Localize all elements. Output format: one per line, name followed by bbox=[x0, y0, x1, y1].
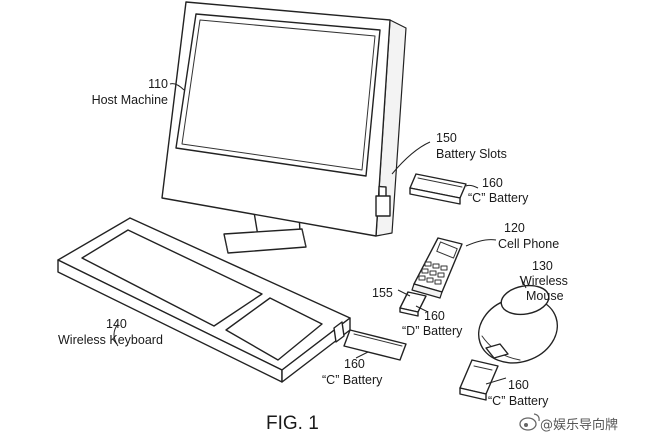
callout-host-machine: 110 Host Machine bbox=[92, 77, 168, 107]
callout-label-line2: Mouse bbox=[526, 289, 564, 303]
watermark: @娱乐导向牌 bbox=[519, 413, 618, 433]
callout-number: 160 bbox=[508, 378, 529, 392]
callout-c-battery-slot: 160 “C” Battery bbox=[468, 176, 529, 205]
callout-label: “C” Battery bbox=[322, 373, 383, 387]
wireless-keyboard bbox=[57, 217, 351, 383]
phone-keypad bbox=[418, 261, 448, 285]
keyboard-key-area bbox=[81, 229, 263, 327]
callout-battery-slots: 150 Battery Slots bbox=[436, 131, 507, 161]
callout-number: 155 bbox=[372, 286, 393, 300]
wireless-mouse bbox=[477, 284, 559, 364]
host-machine bbox=[161, 1, 407, 254]
callout-number: 140 bbox=[106, 317, 127, 331]
battery-slot-lower bbox=[375, 195, 391, 217]
callout-number: 110 bbox=[148, 77, 168, 91]
callout-c-battery-keyboard: 160 “C” Battery bbox=[322, 357, 383, 387]
keyboard-touchpad bbox=[225, 297, 323, 361]
callout-label-line1: Wireless bbox=[520, 274, 568, 288]
figure-caption: FIG. 1 bbox=[266, 413, 319, 434]
callout-cell-phone: 120 Cell Phone bbox=[498, 221, 559, 251]
phone-screen bbox=[436, 241, 458, 259]
monitor-screen bbox=[175, 13, 381, 177]
callout-label: Cell Phone bbox=[498, 237, 559, 251]
cell-phone bbox=[411, 237, 463, 299]
callout-wireless-keyboard: 140 Wireless Keyboard bbox=[58, 317, 163, 347]
callout-label: Battery Slots bbox=[436, 147, 507, 161]
leader-lines bbox=[113, 83, 527, 385]
callout-number: 160 bbox=[482, 176, 503, 190]
c-battery-mouse bbox=[459, 359, 499, 401]
callout-wireless-mouse: 130 Wireless Mouse bbox=[520, 259, 568, 303]
callout-c-battery-mouse: 160 “C” Battery bbox=[488, 378, 549, 408]
callout-number: 150 bbox=[436, 131, 457, 145]
mouse-top bbox=[500, 284, 550, 316]
callout-label: “D” Battery bbox=[402, 324, 463, 338]
callout-label: Wireless Keyboard bbox=[58, 333, 163, 347]
monitor-stand-base bbox=[223, 228, 307, 254]
keyboard-battery-slot bbox=[333, 321, 345, 343]
callout-d-battery: 160 “D” Battery bbox=[402, 309, 463, 338]
callout-label: “C” Battery bbox=[488, 394, 549, 408]
callout-label: “C” Battery bbox=[468, 191, 529, 205]
weibo-icon bbox=[519, 413, 540, 431]
callout-number: 160 bbox=[344, 357, 365, 371]
d-battery bbox=[399, 291, 427, 317]
callout-number: 160 bbox=[424, 309, 445, 323]
mouse-battery-slot bbox=[485, 343, 509, 359]
c-battery-keyboard bbox=[343, 329, 407, 361]
callout-phone-connector: 155 bbox=[372, 286, 393, 300]
monitor-front bbox=[161, 1, 391, 237]
c-battery-monitor bbox=[409, 173, 467, 205]
callout-number: 120 bbox=[504, 221, 525, 235]
callout-label: Host Machine bbox=[92, 93, 168, 107]
callout-number: 130 bbox=[532, 259, 553, 273]
watermark-text: @娱乐导向牌 bbox=[540, 417, 618, 433]
